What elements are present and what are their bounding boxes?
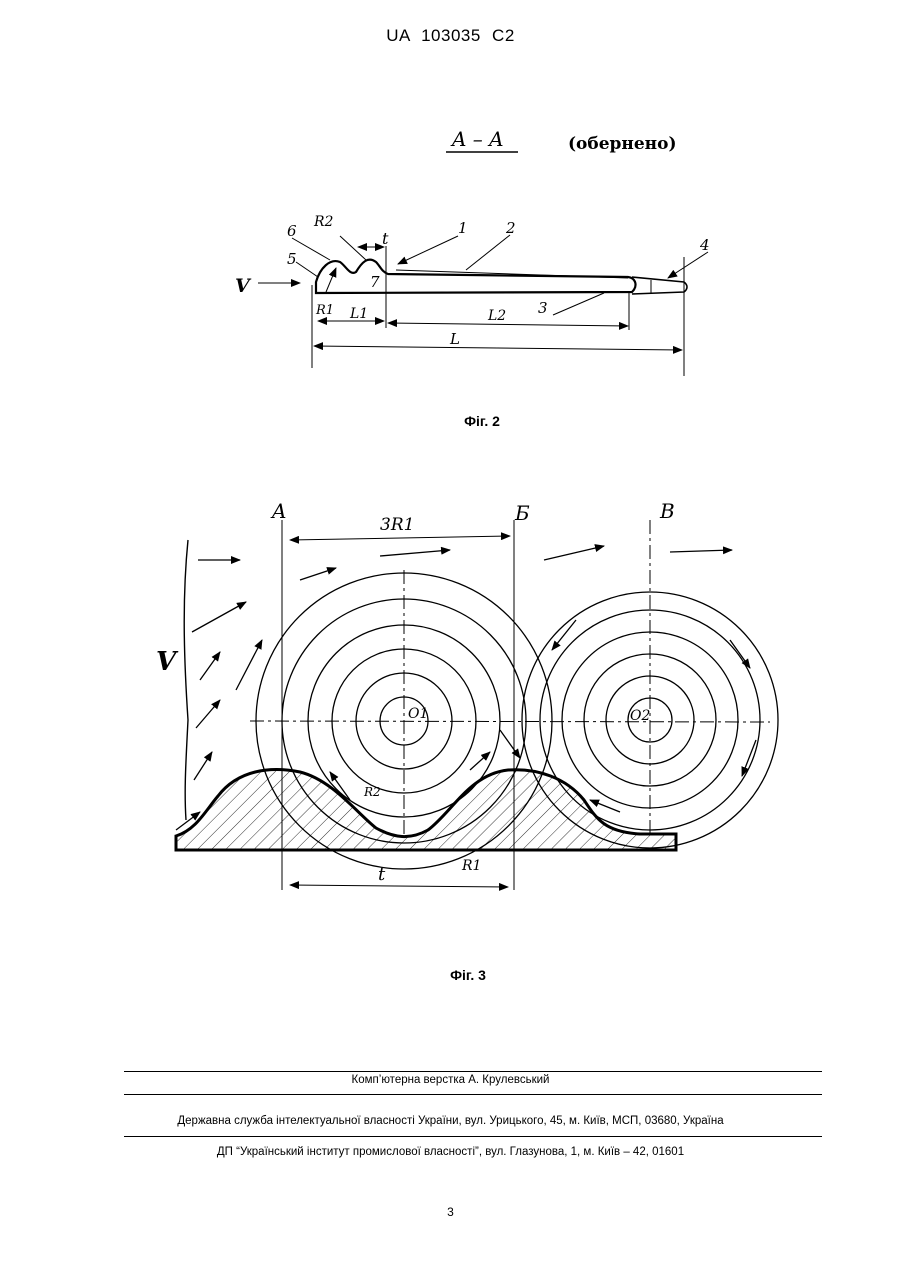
axis-b: Б [514, 501, 530, 525]
fig2-caption: Фіг. 2 [422, 413, 542, 429]
footer-service: Державна служба інтелектуальної власност… [0, 1115, 901, 1127]
axis-c: В [659, 499, 675, 523]
label-t: t [378, 864, 386, 885]
blade-tip [632, 277, 687, 294]
figure-2: A – A (обернено) 6 5 R2 t 7 1 2 4 [235, 127, 710, 376]
label-v: V [235, 275, 252, 297]
label-2: 2 [505, 219, 516, 237]
page-number: 3 [0, 1205, 901, 1219]
footer-institute: ДП “Український інститут промислової вла… [0, 1146, 901, 1158]
footer-divider [124, 1136, 822, 1137]
label-o2: O2 [630, 708, 650, 724]
label-r2: R2 [313, 214, 334, 230]
section-note: (обернено) [568, 134, 677, 154]
label-1: 1 [458, 219, 468, 237]
label-t: t [382, 229, 389, 248]
footer-divider [124, 1071, 822, 1072]
label-7: 7 [370, 273, 380, 291]
axis-a: A [270, 499, 286, 523]
footer-divider [124, 1094, 822, 1095]
label-r1: R1 [315, 303, 334, 318]
label-5: 5 [287, 250, 297, 268]
fig3-caption: Фіг. 3 [408, 967, 528, 983]
label-l: L [449, 330, 460, 348]
label-4: 4 [699, 236, 710, 254]
label-r2: R2 [363, 785, 381, 799]
label-v: V [156, 647, 179, 677]
label-l1: L1 [349, 306, 368, 322]
label-3r1: 3R1 [380, 515, 414, 535]
section-label: A – A [450, 127, 504, 151]
label-l2: L2 [487, 308, 506, 324]
label-3: 3 [538, 299, 548, 317]
label-r1: R1 [461, 858, 481, 874]
figure-3: A Б В 3R1 V O1 O2 R2 R1 t [156, 499, 778, 890]
footer-layout: Комп’ютерна верстка А. Крулевський [0, 1074, 901, 1086]
label-6: 6 [287, 222, 297, 240]
label-o1: O1 [408, 706, 428, 722]
